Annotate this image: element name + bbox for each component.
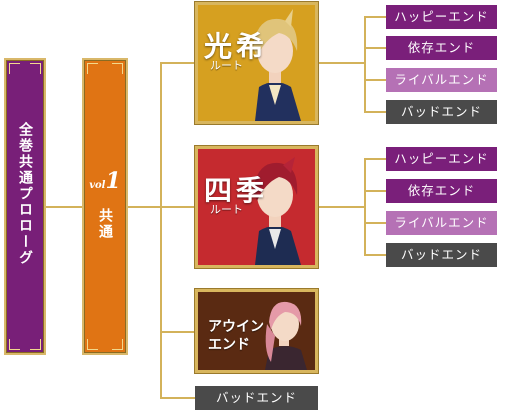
pillar-corner-ornament [87, 63, 98, 74]
connector-line [364, 222, 386, 224]
route-name: 四季 [204, 174, 269, 207]
connector-line [46, 206, 82, 208]
pillar-corner-ornament [30, 339, 41, 350]
connector-line [160, 62, 195, 64]
connector-line [160, 331, 195, 333]
pillar-corner-ornament [9, 339, 20, 350]
ending-button-bad[interactable]: バッドエンド [386, 243, 497, 267]
character-portrait-image [253, 9, 301, 121]
ending-button-dependence[interactable]: 依存エンド [386, 36, 497, 60]
connector-line [364, 111, 386, 113]
connector-line [128, 206, 162, 208]
pillar-corner-ornament [112, 63, 123, 74]
prologue-label: 全巻共通プロローグ [17, 122, 33, 266]
common-label: 共通 [97, 208, 113, 240]
connector-line [364, 254, 386, 256]
ending-card-title-line1: アウイン [208, 319, 264, 335]
ending-button-happy[interactable]: ハッピーエンド [386, 5, 497, 29]
prologue-pillar[interactable]: 全巻共通プロローグ [4, 58, 46, 355]
ending-button-happy[interactable]: ハッピーエンド [386, 147, 497, 171]
route-name: 光希 [204, 30, 269, 63]
connector-line [318, 62, 366, 64]
volume-badge: vol1 [84, 168, 126, 194]
character-portrait-image [253, 157, 301, 265]
connector-line [364, 47, 386, 49]
ending-button-bad[interactable]: バッドエンド [386, 100, 497, 124]
ending-button-rival[interactable]: ライバルエンド [386, 211, 497, 235]
connector-line [364, 16, 386, 18]
character-portrait-image [265, 301, 307, 370]
pillar-corner-ornament [112, 339, 123, 350]
connector-line [364, 16, 366, 113]
connector-line [160, 397, 195, 399]
route-card-koki[interactable]: 光希 ルート [194, 1, 319, 125]
ending-card-auin[interactable]: アウイン エンド [194, 288, 319, 374]
pillar-corner-ornament [87, 339, 98, 350]
ending-button-rival[interactable]: ライバルエンド [386, 68, 497, 92]
common-vol1-pillar[interactable]: vol1 共通 [82, 58, 128, 355]
volume-number: 1 [105, 168, 121, 194]
route-subtitle: ルート [210, 59, 243, 72]
volume-prefix: vol [89, 180, 106, 191]
connector-line [318, 206, 366, 208]
route-subtitle: ルート [210, 203, 243, 216]
connector-line [364, 158, 386, 160]
ending-button-dependence[interactable]: 依存エンド [386, 179, 497, 203]
connector-line [364, 190, 386, 192]
connector-line [160, 206, 195, 208]
route-card-shiki[interactable]: 四季 ルート [194, 145, 319, 269]
ending-card-title-line2: エンド [208, 337, 250, 353]
pillar-corner-ornament [30, 63, 41, 74]
pillar-corner-ornament [9, 63, 20, 74]
ending-card-title: アウイン エンド [208, 318, 264, 354]
ending-button-bad-final[interactable]: バッドエンド [195, 386, 318, 410]
connector-line [364, 79, 386, 81]
connector-line [160, 62, 162, 399]
connector-line [364, 158, 366, 256]
